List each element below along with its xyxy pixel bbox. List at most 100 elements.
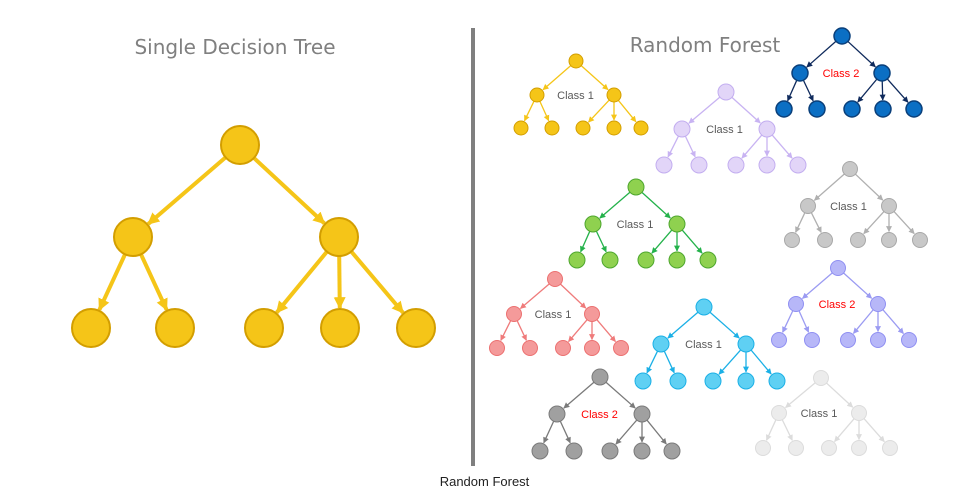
internal-node: [584, 215, 602, 233]
leaf-node: [655, 156, 673, 174]
leaf-node: [821, 440, 837, 456]
tree-edge: [681, 229, 703, 254]
class-label: Class 2: [581, 409, 618, 421]
forest-tree-navy: Class 2: [775, 27, 923, 118]
leaf-node: [901, 332, 917, 348]
forest-tree-gray: Class 1: [784, 161, 928, 248]
leaf-node: [690, 156, 708, 174]
tree-edge: [568, 319, 588, 342]
tree-edge: [646, 350, 659, 374]
internal-node: [606, 87, 622, 103]
leaf-node: [637, 251, 655, 269]
tree-edge: [516, 320, 527, 341]
forest-tree-yellow: Class 1: [513, 53, 649, 136]
leaf-node: [808, 100, 826, 118]
leaf-node: [727, 156, 745, 174]
root-node: [568, 53, 584, 69]
internal-node: [548, 405, 566, 423]
leaf-node: [817, 232, 833, 248]
internal-node: [771, 405, 787, 421]
leaf-node: [663, 442, 681, 460]
internal-node: [633, 405, 651, 423]
leaf-node: [555, 340, 571, 356]
leaf-node: [784, 232, 800, 248]
forest-tree-darkgray: Class 2: [531, 368, 681, 460]
tree-edge: [879, 80, 886, 101]
forest-tree-lavender: Class 1: [655, 83, 807, 174]
tree-edge: [580, 65, 609, 91]
tree-edge: [765, 419, 777, 441]
tree-edge: [275, 250, 329, 314]
leaf-node: [874, 100, 892, 118]
internal-node: [881, 198, 897, 214]
root-node: [591, 368, 609, 386]
tree-edge: [795, 212, 806, 233]
tree-edge: [806, 40, 837, 68]
tree-edge: [667, 135, 680, 158]
class-label: Class 1: [706, 124, 743, 136]
tree-edge: [688, 96, 721, 124]
tree-edge: [520, 283, 550, 309]
tree-edge: [802, 79, 814, 102]
root-node: [627, 178, 645, 196]
tree-edge: [139, 253, 169, 311]
tree-edge: [539, 101, 550, 122]
tree-edge: [785, 382, 816, 409]
random-forest-heading: Random Forest: [630, 33, 781, 57]
leaf-node: [396, 308, 436, 348]
tree-edge: [801, 272, 833, 299]
leaf-node: [881, 232, 897, 248]
root-node: [833, 27, 851, 45]
leaf-node: [704, 372, 722, 390]
tree-edge: [847, 40, 876, 68]
leaf-node: [758, 156, 776, 174]
leaf-node: [882, 440, 898, 456]
tree-edge: [771, 134, 793, 159]
internal-node: [529, 87, 545, 103]
class-label: Class 2: [819, 299, 856, 311]
tree-edge: [543, 420, 555, 444]
root-node: [813, 370, 829, 386]
tree-edge: [709, 311, 740, 339]
tree-edge: [750, 349, 772, 375]
leaf-node: [155, 308, 195, 348]
tree-edge: [588, 99, 610, 123]
tree-edge: [559, 420, 571, 444]
forest-tree-lightgray: Class 1: [755, 370, 898, 456]
tree-edge: [813, 173, 845, 201]
leaf-node: [788, 440, 804, 456]
tree-edge: [854, 173, 884, 201]
tree-edge: [810, 212, 822, 233]
leaf-node: [737, 372, 755, 390]
leaf-node: [565, 442, 583, 460]
leaf-node: [905, 100, 923, 118]
tree-edge: [599, 191, 631, 219]
internal-node: [758, 120, 776, 138]
tree-edge: [863, 418, 885, 443]
leaf-node: [789, 156, 807, 174]
leaf-node: [699, 251, 717, 269]
internal-node: [652, 335, 670, 353]
internal-node: [506, 306, 522, 322]
tree-edge: [798, 310, 810, 333]
tree-edge: [782, 310, 794, 333]
tree-edge: [731, 96, 761, 124]
leaf-node: [669, 372, 687, 390]
leaf-node: [601, 442, 619, 460]
tree-edge: [886, 78, 909, 103]
internal-node: [873, 64, 891, 82]
leaf-node: [320, 308, 360, 348]
tree-edge: [893, 211, 915, 235]
tree-edge: [741, 134, 763, 159]
leaf-node: [843, 100, 861, 118]
tree-edge: [596, 319, 616, 342]
tree-edge: [333, 255, 346, 310]
tree-edge: [863, 211, 885, 235]
leaf-node: [633, 442, 651, 460]
leaf-node: [613, 340, 629, 356]
internal-node: [668, 215, 686, 233]
leaf-node: [633, 120, 649, 136]
forest-tree-green: Class 1: [568, 178, 717, 269]
tree-edge: [580, 231, 591, 253]
